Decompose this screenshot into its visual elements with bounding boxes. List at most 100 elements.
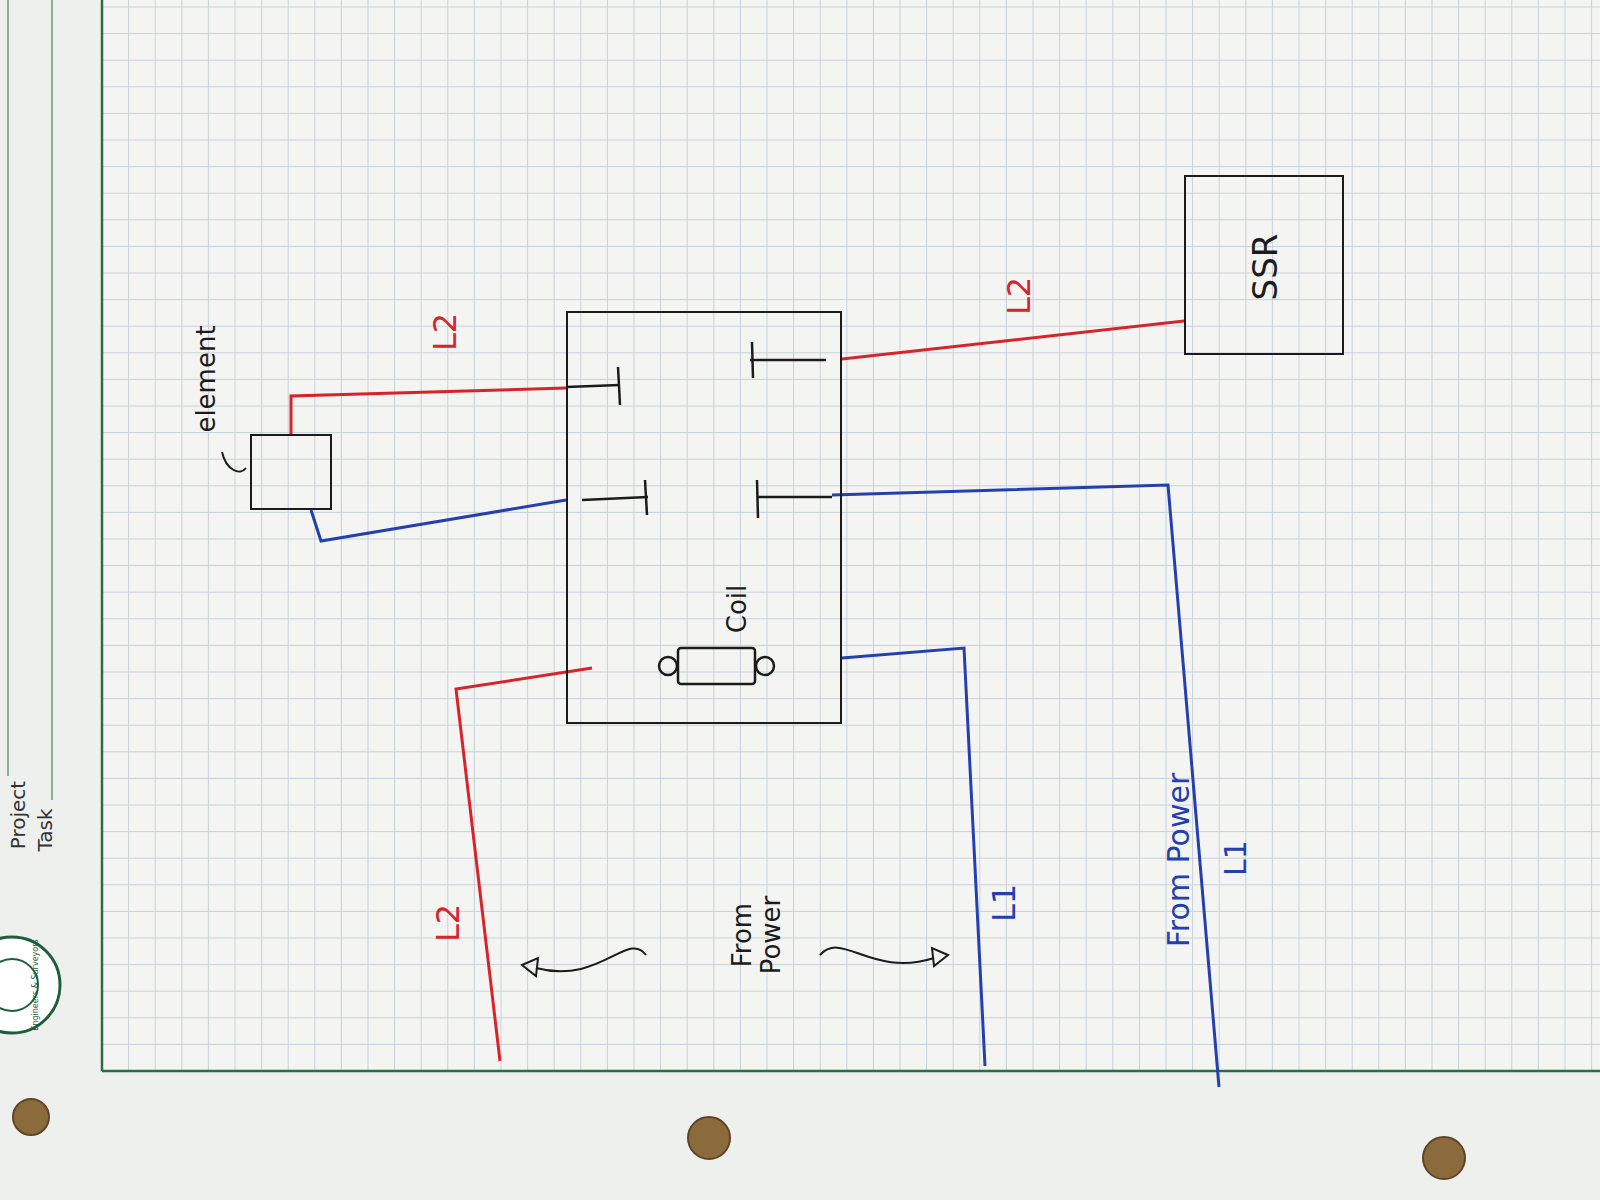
field-line — [52, 0, 53, 800]
grid-line — [102, 406, 1600, 407]
punch-hole — [688, 1117, 730, 1159]
wire — [842, 321, 1184, 359]
grid-line — [102, 672, 1600, 673]
grid-line — [102, 299, 1600, 300]
grid-line — [102, 884, 1600, 885]
grid-line — [394, 0, 395, 1071]
wire-label: From Power — [1162, 773, 1195, 948]
grid-line — [1485, 0, 1486, 1071]
grid-line — [102, 352, 1600, 353]
coil-terminal — [659, 657, 677, 675]
punch-hole — [13, 1099, 49, 1135]
grid-line — [314, 0, 315, 1071]
grid-line — [102, 273, 1600, 274]
contactor-box: Coil — [566, 311, 842, 724]
grid-line — [341, 0, 342, 1071]
grid-line — [102, 379, 1600, 380]
grid-line — [102, 618, 1600, 619]
grid-line — [102, 113, 1600, 114]
logo-ring — [0, 937, 60, 1033]
leader-line — [222, 452, 246, 471]
grid-line — [102, 991, 1600, 992]
grid-line — [580, 0, 581, 1071]
grid-line — [1511, 0, 1512, 1071]
grid-line — [607, 0, 608, 1071]
grid-line — [421, 0, 422, 1071]
supply-wire — [456, 668, 592, 1061]
grid-line — [846, 0, 847, 1071]
grid-line — [102, 805, 1600, 806]
node-label: Coil — [723, 585, 752, 634]
grid-line — [155, 0, 156, 1071]
grid-line — [474, 0, 475, 1071]
grid-line — [102, 33, 1600, 34]
contact — [618, 367, 620, 405]
grid-line — [102, 565, 1600, 566]
grid-line — [1245, 0, 1246, 1071]
grid-line — [1538, 0, 1539, 1071]
grid-line — [102, 193, 1600, 194]
grid-line — [102, 166, 1600, 167]
grid-line — [102, 911, 1600, 912]
grid-line — [102, 485, 1600, 486]
coil-body — [678, 648, 755, 684]
grid-line — [1139, 0, 1140, 1071]
grid-line — [102, 645, 1600, 646]
grid-line — [102, 964, 1600, 965]
pointer-head — [522, 958, 538, 976]
grid — [102, 0, 1600, 1071]
grid-line — [102, 751, 1600, 752]
grid-line — [102, 7, 1600, 8]
contact — [645, 480, 647, 515]
grid-line — [261, 0, 262, 1071]
grid-line — [820, 0, 821, 1071]
grid-area — [102, 0, 1600, 1071]
grid-line — [1565, 0, 1566, 1071]
contact — [750, 359, 826, 362]
grid-line — [235, 0, 236, 1071]
grid-line — [102, 60, 1600, 61]
grid-line — [102, 326, 1600, 327]
grid-line — [128, 0, 129, 1071]
grid-line — [288, 0, 289, 1071]
field-line — [8, 0, 9, 776]
grid-line — [1458, 0, 1459, 1071]
grid-line — [953, 0, 954, 1071]
grid-line — [181, 0, 182, 1071]
pointer-curve — [536, 948, 646, 971]
grid-line — [1059, 0, 1060, 1071]
grid-line — [1378, 0, 1379, 1071]
grid-line — [368, 0, 369, 1071]
grid-line — [102, 140, 1600, 141]
contact — [757, 480, 758, 518]
grid-line — [1352, 0, 1353, 1071]
grid-line — [1272, 0, 1273, 1071]
coil-terminal — [756, 657, 774, 675]
grid-line — [873, 0, 874, 1071]
sheet-label: Engineers & Surveyors — [32, 939, 41, 1030]
grid-line — [1325, 0, 1326, 1071]
wire-label: L1 — [1219, 840, 1252, 876]
grid-line — [102, 831, 1600, 832]
grid-line — [1591, 0, 1592, 1071]
grid-line — [102, 246, 1600, 247]
wire — [291, 388, 566, 434]
supply-wire — [842, 648, 985, 1066]
punch-hole — [1423, 1137, 1465, 1179]
grid-line — [1112, 0, 1113, 1071]
contact-symbols — [566, 342, 832, 518]
grid-line — [1299, 0, 1300, 1071]
grid-line — [102, 725, 1600, 726]
wire-label: L1 — [987, 884, 1022, 922]
grid-line — [102, 938, 1600, 939]
node-label: element — [192, 325, 221, 432]
wire-label: L2 — [1002, 277, 1037, 315]
grid-line — [102, 858, 1600, 859]
sheet-label: Task — [34, 808, 56, 851]
ssr-box: SSR — [1184, 175, 1344, 355]
contact — [752, 342, 753, 378]
grid-line — [1432, 0, 1433, 1071]
grid-line — [102, 1044, 1600, 1045]
